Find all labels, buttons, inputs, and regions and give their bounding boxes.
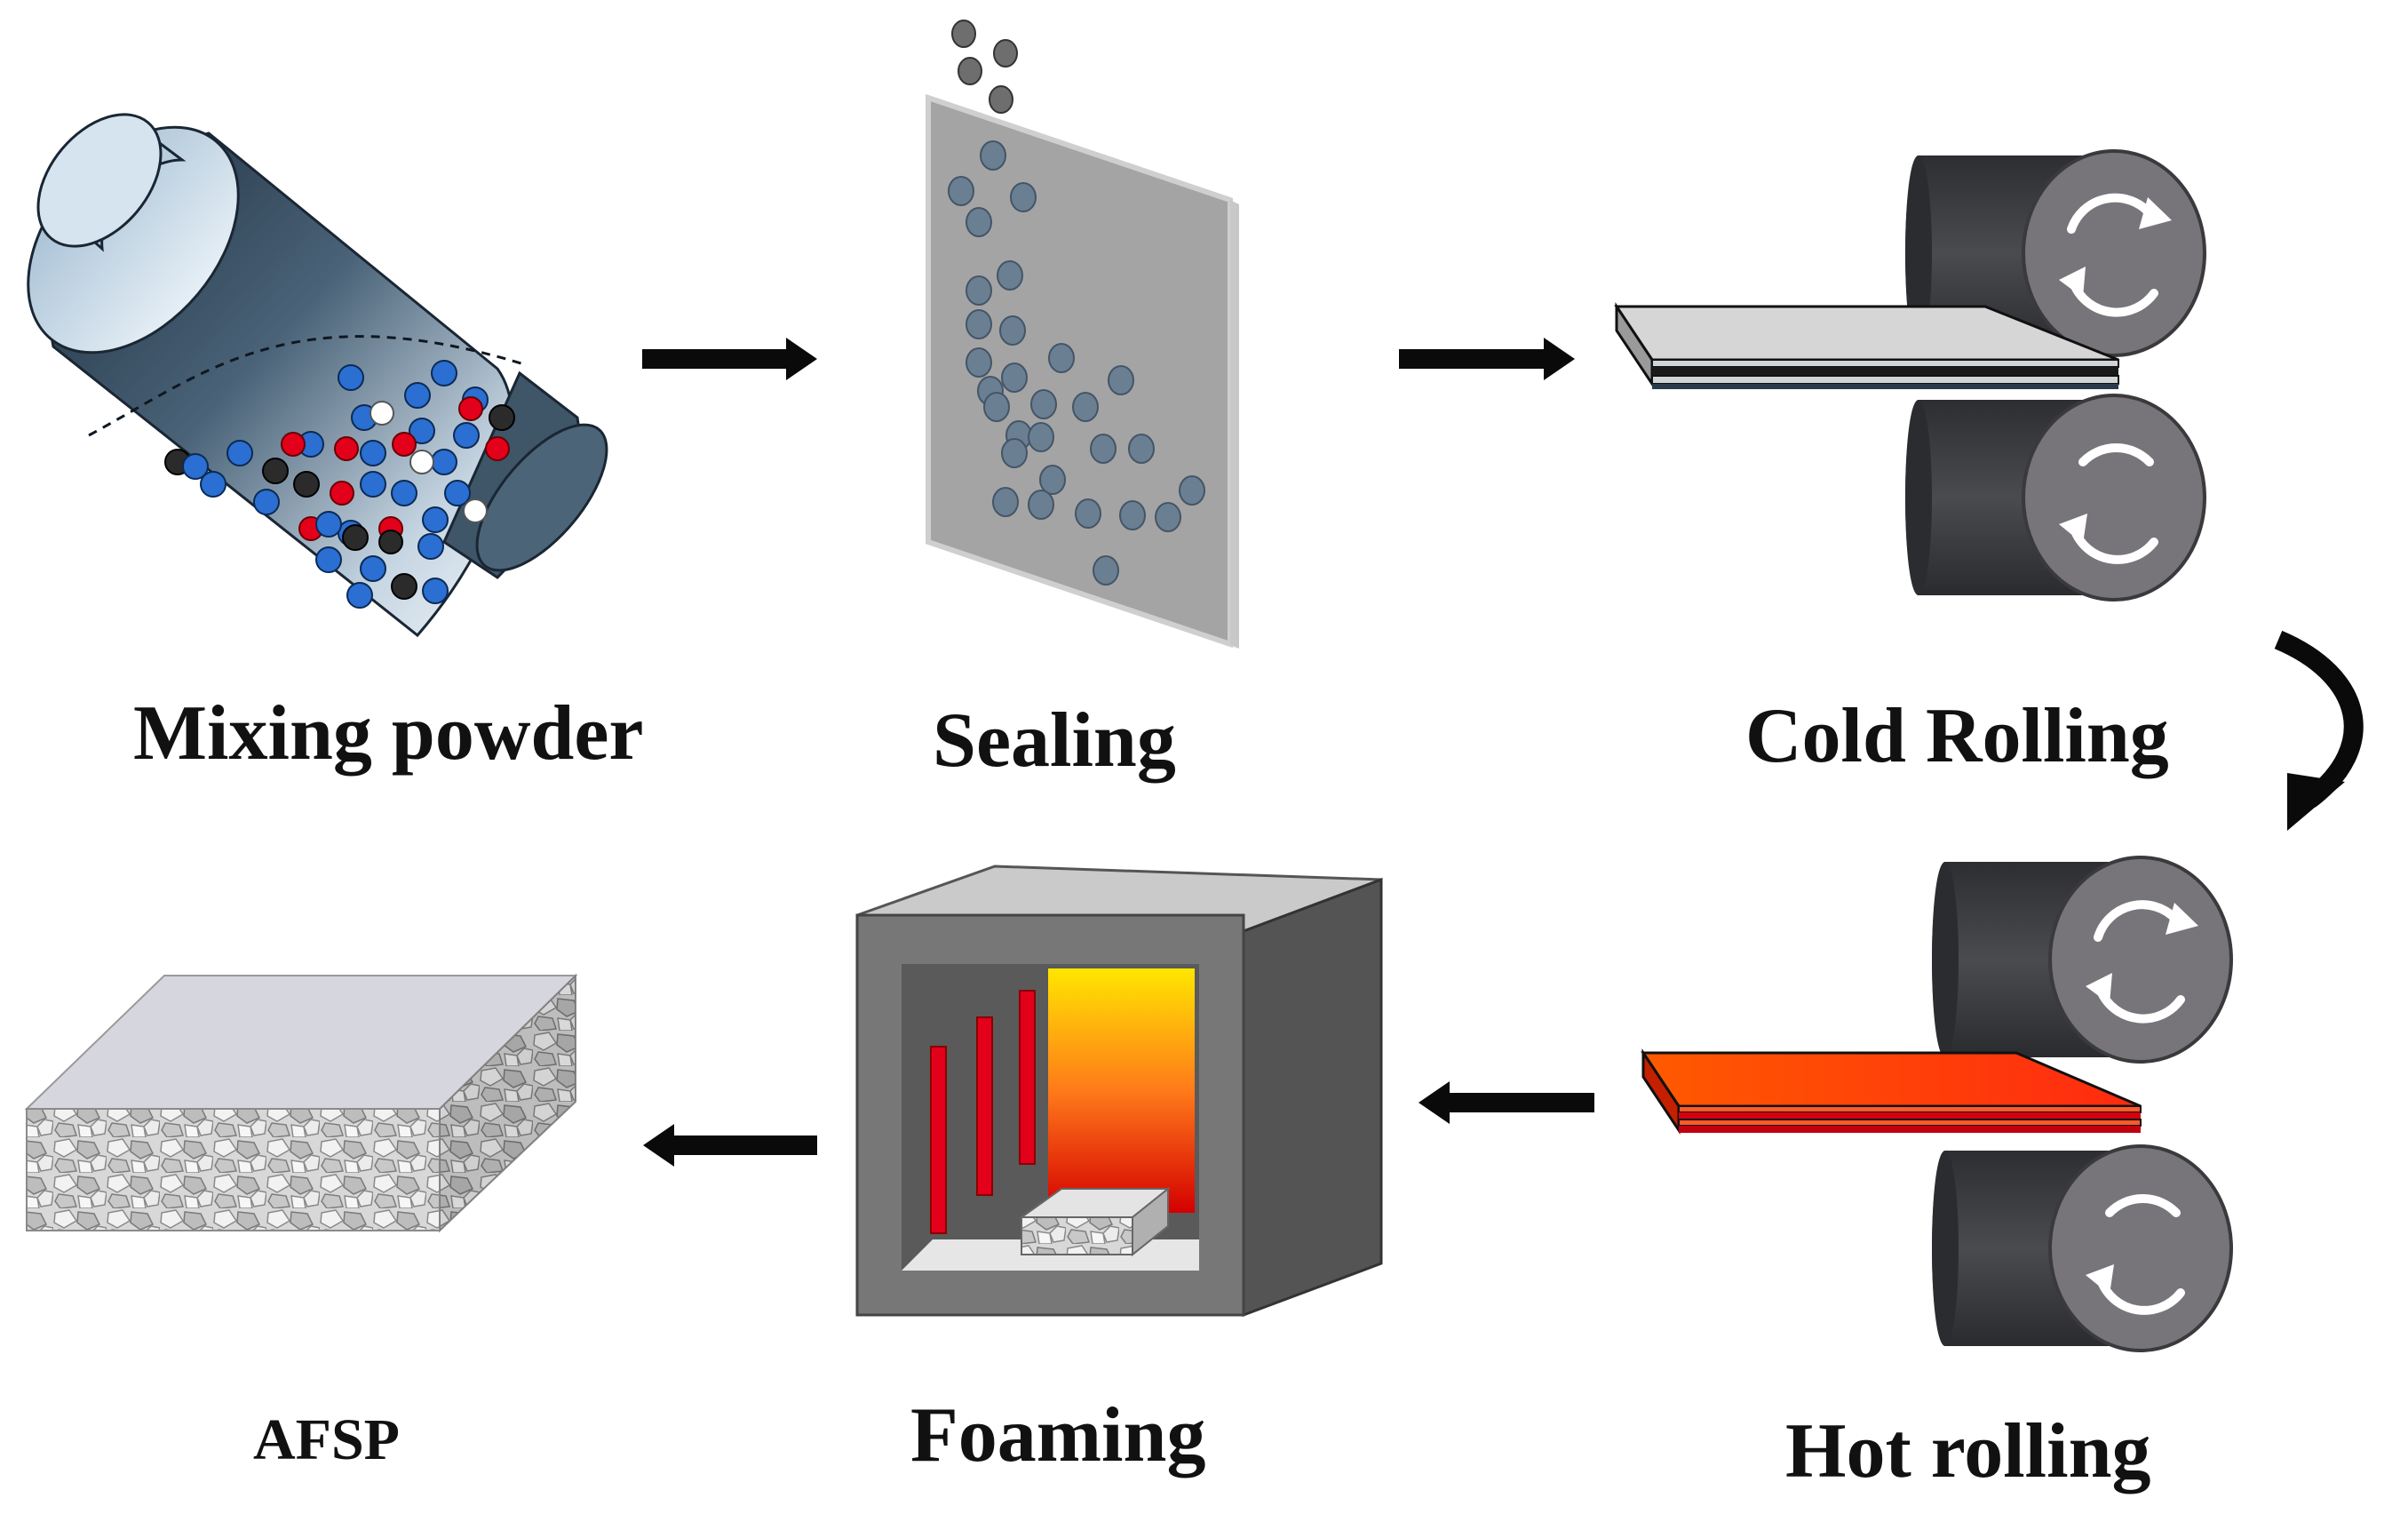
arrow-sealing-to-cold-rolling (1399, 338, 1575, 380)
label-foaming: Foaming (910, 1392, 1206, 1478)
afsp-panel (24, 973, 578, 1233)
cold-rolled-sheet (1614, 302, 2119, 389)
cold-rolling-lower-roller (1905, 394, 2206, 602)
label-mixing-powder: Mixing powder (133, 690, 644, 777)
curved-arrow-cold-to-hot (2274, 630, 2364, 831)
furnace (855, 865, 1383, 1318)
arrow-hot-rolling-to-foaming (1419, 1081, 1594, 1124)
falling-particles (951, 20, 1018, 114)
powder-particles (164, 360, 515, 609)
hot-rolled-sheet (1641, 1048, 2142, 1135)
mixing-drum (27, 113, 608, 638)
label-hot-rolling: Hot rolling (1785, 1408, 2151, 1494)
label-cold-rolling: Cold Rolling (1745, 693, 2169, 779)
arrow-mixing-to-sealing (642, 338, 817, 380)
sealed-particles (948, 140, 1205, 586)
hot-rolling-lower-roller (1932, 1144, 2233, 1352)
cold-rolling-upper-roller (1905, 149, 2206, 357)
label-afsp: AFSP (253, 1407, 400, 1472)
label-sealing: Sealing (933, 697, 1176, 784)
arrow-foaming-to-afsp (643, 1124, 817, 1167)
hot-rolling-upper-roller (1932, 856, 2233, 1064)
